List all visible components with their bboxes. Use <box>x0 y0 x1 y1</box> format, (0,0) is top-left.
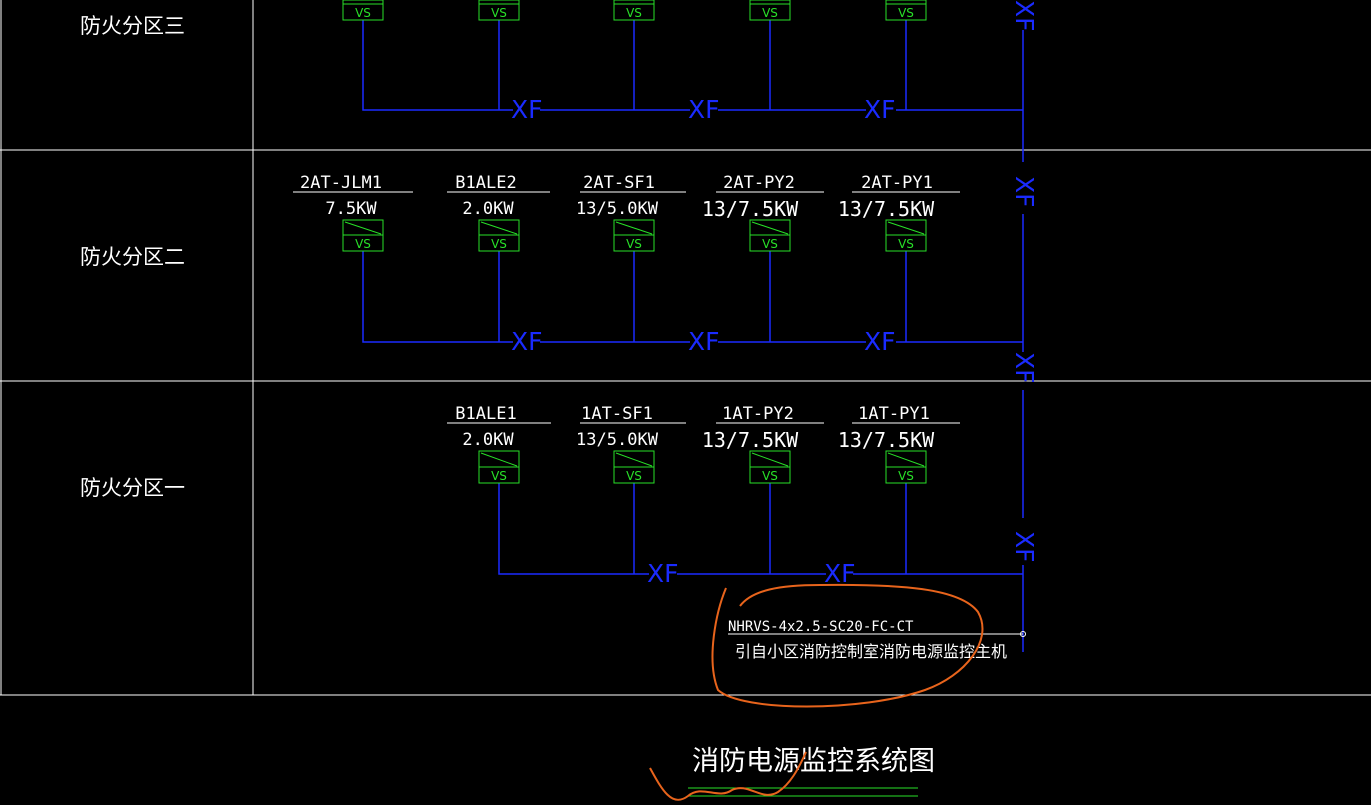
vs-module[interactable]: VS <box>478 0 520 21</box>
diagram-title: 消防电源监控系统图 <box>692 746 935 777</box>
connection-node <box>1020 631 1026 637</box>
vs-module-label: VS <box>762 237 778 251</box>
vs-module: VS <box>478 219 520 252</box>
device-power: 13/7.5KW <box>702 197 799 221</box>
vs-module: VS <box>885 219 927 252</box>
device-b1ale2[interactable]: B1ALE2 2.0KW VS <box>447 173 550 252</box>
bus-label-xf: XF <box>688 95 720 124</box>
device-2at-py1[interactable]: 2AT-PY1 13/7.5KW VS <box>838 173 960 252</box>
bus-label-xf: XF <box>647 559 679 588</box>
drawing-frame <box>0 0 1371 696</box>
zone-label-2: 防火分区二 <box>80 245 185 269</box>
device-name: B1ALE2 <box>455 173 516 193</box>
riser-label-xf: XF <box>1010 352 1039 384</box>
zone-label-1: 防火分区一 <box>80 476 185 500</box>
vs-module-label: VS <box>491 237 507 251</box>
device-name: 1AT-PY2 <box>722 404 794 424</box>
bus-line <box>362 20 513 111</box>
device-name: 1AT-SF1 <box>581 404 653 424</box>
bus-label-xf: XF <box>511 327 543 356</box>
vs-module: VS <box>478 450 520 484</box>
bus-label-xf: XF <box>864 95 896 124</box>
device-b1ale1[interactable]: B1ALE1 2.0KW VS <box>447 404 551 484</box>
bus-line <box>362 251 513 343</box>
zone-2-wiring <box>362 251 1023 343</box>
vs-module-label: VS <box>491 6 507 20</box>
markup-circle <box>711 583 984 708</box>
bus-line <box>498 483 649 575</box>
bus-label-xf: XF <box>824 559 856 588</box>
vs-module: VS <box>749 450 791 484</box>
vs-module[interactable]: VS <box>749 0 791 21</box>
device-power: 7.5KW <box>325 199 377 219</box>
device-power: 13/7.5KW <box>838 197 935 221</box>
zone-3-wiring <box>362 20 1023 111</box>
device-name: 2AT-PY2 <box>723 173 795 193</box>
vs-module-label: VS <box>762 469 778 483</box>
zone-label-3: 防火分区三 <box>80 14 185 38</box>
markup-scribble <box>649 751 807 801</box>
device-2at-jlm1[interactable]: 2AT-JLM1 7.5KW VS <box>293 173 413 252</box>
bus-label-xf: XF <box>511 95 543 124</box>
vs-module: VS <box>342 219 384 252</box>
riser-label-xf: XF <box>1010 531 1039 563</box>
zone-1-wiring <box>498 483 1023 575</box>
riser-label-xf: XF <box>1010 0 1039 32</box>
vs-module-label: VS <box>626 469 642 483</box>
vs-module: VS <box>749 219 791 252</box>
device-power: 13/7.5KW <box>838 428 935 452</box>
device-1at-sf1[interactable]: 1AT-SF1 13/5.0KW VS <box>576 404 686 484</box>
vs-module-label: VS <box>491 469 507 483</box>
vs-module-label: VS <box>898 469 914 483</box>
device-power: 13/7.5KW <box>702 428 799 452</box>
device-name: 2AT-JLM1 <box>300 173 382 193</box>
source-note: 引自小区消防控制室消防电源监控主机 <box>735 642 1007 661</box>
vs-module-label: VS <box>355 6 371 20</box>
vs-module[interactable]: VS <box>885 0 927 21</box>
riser-label-xf: XF <box>1010 176 1039 208</box>
bus-label-xf: XF <box>688 327 720 356</box>
vs-module: VS <box>613 450 655 484</box>
vs-module[interactable]: VS <box>342 0 384 21</box>
vs-module-label: VS <box>626 237 642 251</box>
device-power: 2.0KW <box>462 430 514 450</box>
vs-module-label: VS <box>898 237 914 251</box>
vs-module: VS <box>885 450 927 484</box>
vs-module: VS <box>613 219 655 252</box>
vs-module-label: VS <box>762 6 778 20</box>
vs-module-label: VS <box>355 237 371 251</box>
device-name: 2AT-SF1 <box>583 173 655 193</box>
vs-module[interactable]: VS <box>613 0 655 21</box>
device-name: B1ALE1 <box>455 404 516 424</box>
source-cable-spec: NHRVS-4x2.5-SC20-FC-CT <box>728 619 914 635</box>
zone-3-modules: VS VS VS VS VS <box>342 0 927 21</box>
device-power: 13/5.0KW <box>576 430 659 450</box>
device-name: 2AT-PY1 <box>861 173 933 193</box>
device-2at-sf1[interactable]: 2AT-SF1 13/5.0KW VS <box>576 173 686 252</box>
device-1at-py1[interactable]: 1AT-PY1 13/7.5KW VS <box>838 404 960 484</box>
device-name: 1AT-PY1 <box>858 404 930 424</box>
device-1at-py2[interactable]: 1AT-PY2 13/7.5KW VS <box>702 404 824 484</box>
vs-module-label: VS <box>898 6 914 20</box>
device-2at-py2[interactable]: 2AT-PY2 13/7.5KW VS <box>702 173 824 252</box>
vs-module-label: VS <box>626 6 642 20</box>
bus-label-xf: XF <box>864 327 896 356</box>
device-power: 13/5.0KW <box>576 199 659 219</box>
device-power: 2.0KW <box>462 199 514 219</box>
